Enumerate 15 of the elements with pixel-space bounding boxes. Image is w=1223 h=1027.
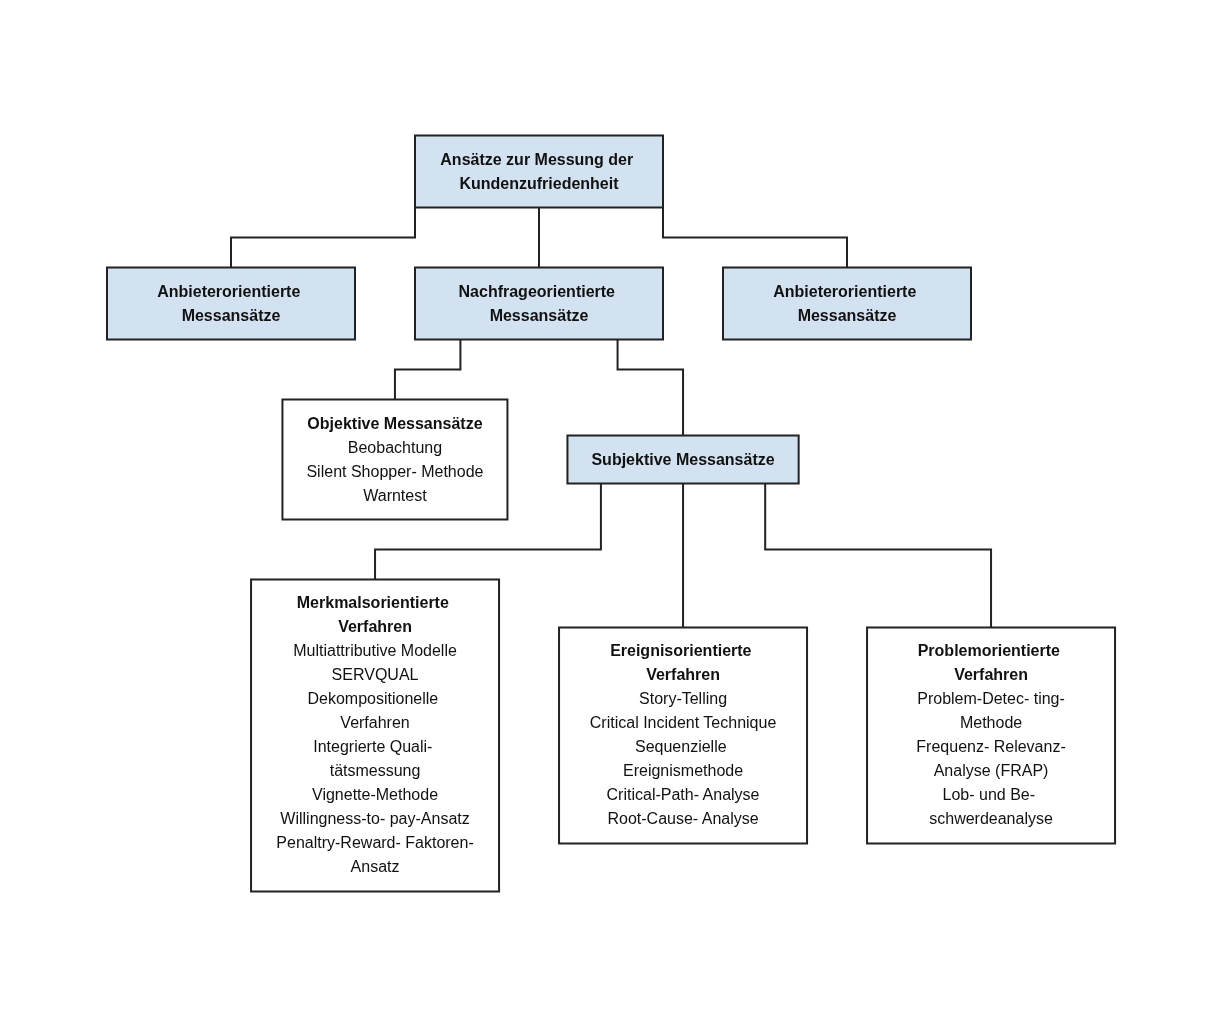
node-box: Subjektive Messansätze xyxy=(566,434,801,485)
connector xyxy=(617,338,685,437)
connector xyxy=(764,482,993,629)
connector xyxy=(682,482,685,629)
node-box: Nachfrageorientierte Messansätze xyxy=(414,266,665,341)
connector xyxy=(394,338,462,401)
node-box: Anbieterorientierte Messansätze xyxy=(722,266,973,341)
node-box: Ereignisorientierte Verfahren Story-Telling Critical Incident Technique Sequenzielle Ereignismethode Critical-Path- Analyse Root-Cause- Analyse xyxy=(558,626,809,845)
node-box: Anbieterorientierte Messansätze xyxy=(106,266,357,341)
node-box: Problemorientierte Verfahren Problem-Detec- ting-Methode Frequenz- Relevanz-Analyse (FRAP) Lob- und Be- schwerdeanalyse xyxy=(866,626,1117,845)
connector xyxy=(538,206,541,269)
connector xyxy=(374,482,603,581)
node-box: Ansätze zur Messung der Kundenzufriedenheit xyxy=(414,134,665,209)
node-box: Objektive Messansätze Beobachtung Silent Shopper- Methode Warntest xyxy=(281,398,509,521)
node-box: Merkmalsorientierte Verfahren Multiattributive Modelle SERVQUAL Dekompositionelle Verfahren Integrierte Quali- tätsmessung Vignette-Methode Willingness-to- pay-Ansatz Penaltry-Reward- Faktoren-Ansatz xyxy=(250,578,501,893)
